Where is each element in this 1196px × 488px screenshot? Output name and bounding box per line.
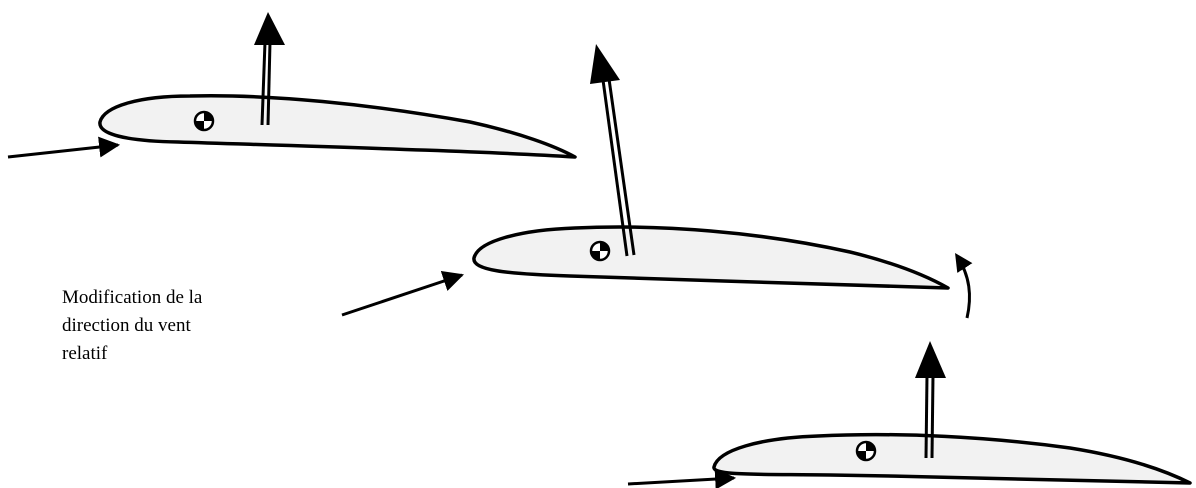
caption-line-3: relatif	[62, 340, 302, 368]
caption-line-2: direction du vent	[62, 312, 302, 340]
airfoil-bottom	[628, 341, 1190, 484]
airfoil-top-profile	[100, 96, 575, 157]
airfoil-middle-profile	[474, 227, 948, 288]
caption-text: Modification de la direction du vent rel…	[62, 284, 302, 368]
airfoil-top	[8, 12, 575, 157]
relative-wind-arrow-top	[8, 145, 118, 157]
cg-symbol-bottom	[857, 442, 875, 460]
cg-symbol-middle	[591, 242, 609, 260]
cg-symbol-top	[195, 112, 213, 130]
pitch-rotation-arrow	[957, 256, 970, 318]
lift-arrow-middle	[590, 44, 634, 256]
relative-wind-arrow-middle	[342, 275, 462, 315]
airfoil-bottom-profile	[714, 435, 1190, 483]
relative-wind-arrow-bottom	[628, 478, 734, 484]
airfoil-middle	[342, 44, 970, 318]
caption-line-1: Modification de la	[62, 284, 302, 312]
